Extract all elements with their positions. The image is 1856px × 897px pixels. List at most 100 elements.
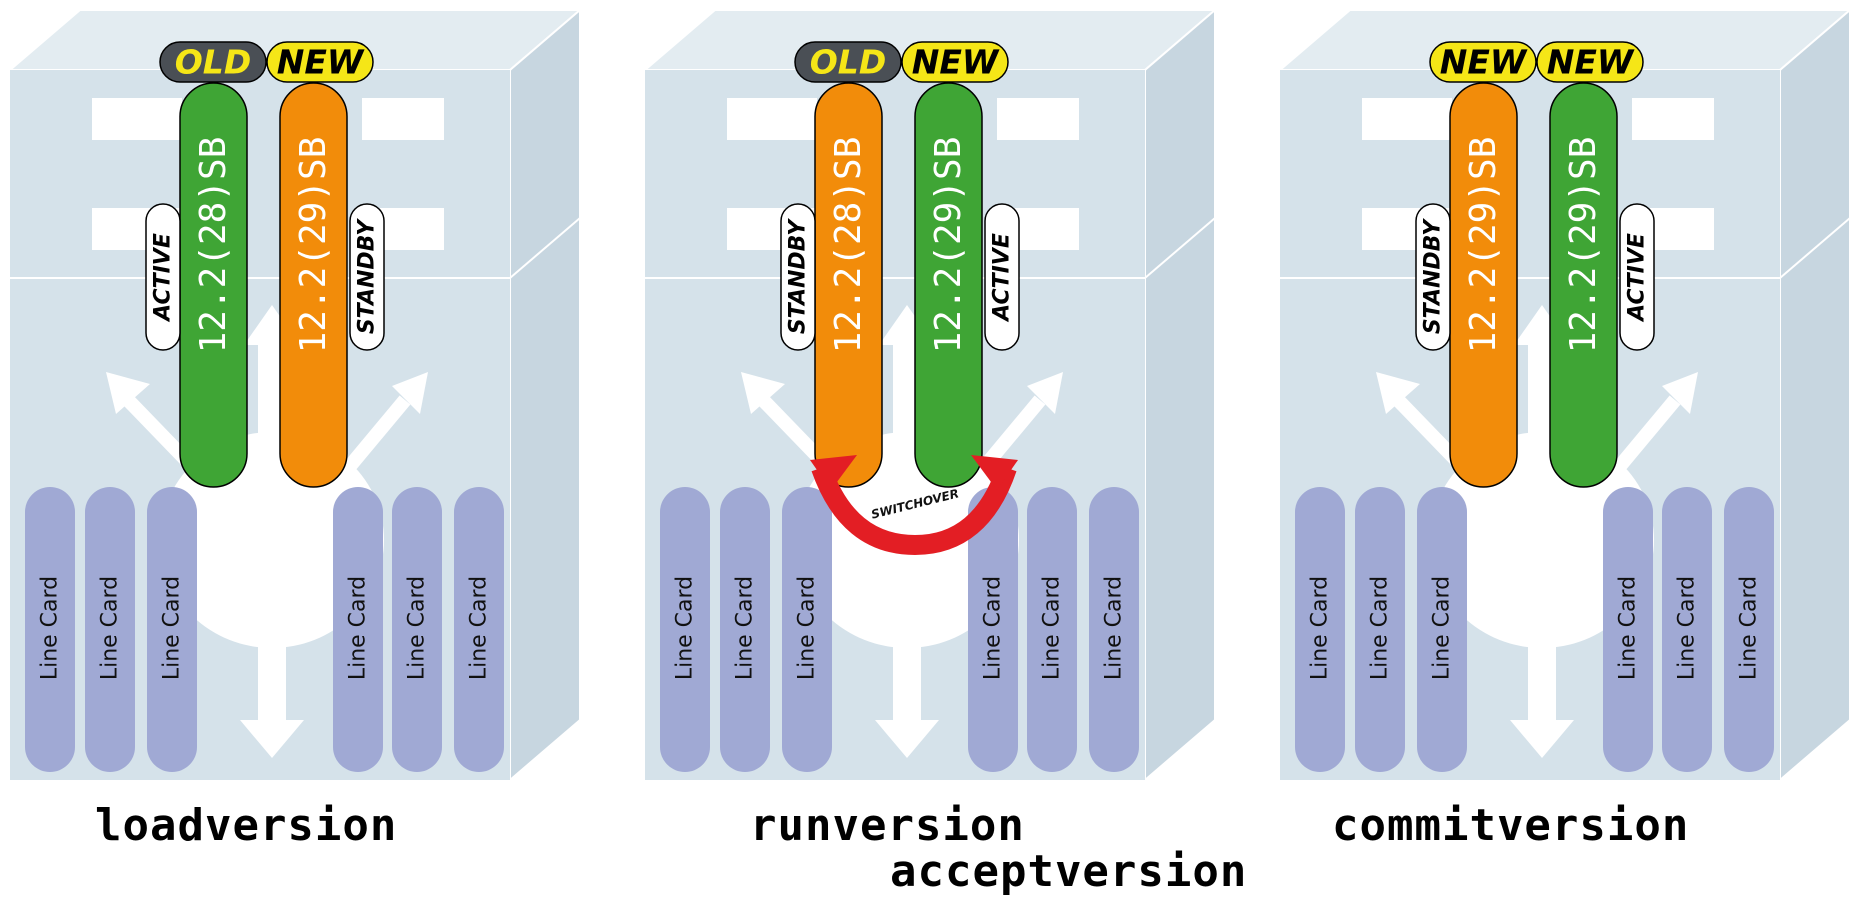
role-badge (349, 203, 385, 351)
data-flow-arrow (1376, 372, 1420, 414)
line-card-body (85, 487, 135, 772)
role-badge (780, 203, 816, 351)
panel-commitversion: Line Card Line Card Line Card Line Card Line… (1270, 0, 1856, 893)
line-card-label: Line Card (38, 576, 63, 680)
role-label: ACTIVE (1625, 233, 1650, 323)
data-flow-arrow (240, 620, 304, 758)
command-label: loadversion (95, 800, 398, 851)
line-card: Line Card (720, 487, 770, 772)
slot-bar (1632, 98, 1714, 140)
supervisor-active: 12.2(29)SB ACTIVE NEW (901, 41, 1020, 488)
line-card: Line Card (392, 487, 442, 772)
command-label-secondary: acceptversion (890, 846, 1248, 897)
line-card-label: Line Card (98, 576, 123, 680)
line-card-body (1355, 487, 1405, 772)
line-card-label: Line Card (1308, 576, 1333, 680)
version-tag-label: NEW (1547, 43, 1635, 82)
line-card-body (720, 487, 770, 772)
role-label: ACTIVE (151, 233, 176, 323)
slot-bar (1362, 98, 1452, 140)
version-tag-label: OLD (175, 43, 251, 82)
data-flow-arrow (1510, 620, 1574, 758)
line-card-label: Line Card (1430, 576, 1455, 680)
line-card: Line Card (968, 487, 1018, 772)
version-tag (1536, 41, 1644, 83)
line-card: Line Card (1295, 487, 1345, 772)
data-flow-arrow (1662, 372, 1698, 414)
version-tag (266, 41, 374, 83)
line-card-body (1417, 487, 1467, 772)
chassis-side (1779, 7, 1851, 783)
supervisor-standby: 12.2(28)SB STANDBY OLD (780, 41, 902, 488)
supervisor-body (279, 82, 348, 488)
data-flow-arrow (324, 395, 411, 495)
role-label: STANDBY (786, 218, 811, 334)
data-flow-arrow (1594, 395, 1681, 495)
switchover-arrowhead (810, 455, 857, 490)
version-tag-label: NEW (912, 43, 1000, 82)
line-card-label: Line Card (673, 576, 698, 680)
line-card-body (454, 487, 504, 772)
line-card-body (1662, 487, 1712, 772)
data-flow-arrow (959, 395, 1046, 495)
line-card-label: Line Card (1675, 576, 1700, 680)
line-card-label: Line Card (405, 576, 430, 680)
supervisor-body (914, 82, 983, 488)
chassis-side (509, 7, 581, 783)
line-card: Line Card (1089, 487, 1139, 772)
role-label: STANDBY (1421, 218, 1446, 334)
command-label: commitversion (1332, 800, 1690, 851)
chassis-diagram: Line Card Line Card Line Card Line Card Line… (1277, 7, 1853, 783)
version-tag (901, 41, 1009, 83)
data-flow-arrow (875, 620, 939, 758)
version-tag-label: OLD (810, 43, 886, 82)
line-card-body (147, 487, 197, 772)
line-card-label: Line Card (1737, 576, 1762, 680)
line-card: Line Card (1724, 487, 1774, 772)
role-label: ACTIVE (990, 233, 1015, 323)
line-card: Line Card (782, 487, 832, 772)
version-tag (794, 41, 902, 83)
version-tag (1429, 41, 1537, 83)
line-card-label: Line Card (1368, 576, 1393, 680)
version-label: 12.2(28)SB (828, 137, 869, 354)
role-badge (1619, 203, 1655, 351)
line-card-body (1089, 487, 1139, 772)
line-card-label: Line Card (795, 576, 820, 680)
chassis-divider (1779, 217, 1851, 279)
line-card-label: Line Card (1616, 576, 1641, 680)
role-badge (1415, 203, 1451, 351)
line-card: Line Card (25, 487, 75, 772)
line-card: Line Card (333, 487, 383, 772)
line-card-body (1027, 487, 1077, 772)
line-card-body (392, 487, 442, 772)
line-card: Line Card (660, 487, 710, 772)
data-flow-arrow (741, 372, 785, 414)
line-card-label: Line Card (981, 576, 1006, 680)
line-card-body (968, 487, 1018, 772)
supervisor-standby: 12.2(29)SB STANDBY NEW (266, 41, 385, 488)
switchover-arrowhead (971, 455, 1018, 490)
version-label: 12.2(29)SB (293, 137, 334, 354)
supervisor-active: 12.2(29)SB ACTIVE NEW (1536, 41, 1655, 488)
version-tag-label: NEW (277, 43, 365, 82)
panel-loadversion: Line Card Line Card Line Card Line Card Line… (0, 0, 600, 893)
line-card-label: Line Card (467, 576, 492, 680)
version-label: 12.2(29)SB (928, 137, 969, 354)
slot-bar (727, 98, 817, 140)
role-label: STANDBY (355, 218, 380, 334)
line-card: Line Card (1027, 487, 1077, 772)
chassis-divider (1144, 217, 1216, 279)
line-card-body (1295, 487, 1345, 772)
version-tag (159, 41, 267, 83)
chassis-side (1144, 7, 1216, 783)
slot-bar (92, 98, 182, 140)
line-card: Line Card (454, 487, 504, 772)
line-card-label: Line Card (346, 576, 371, 680)
slot-bar (997, 98, 1079, 140)
version-label: 12.2(29)SB (1563, 137, 1604, 354)
data-flow-arrow (1027, 372, 1063, 414)
